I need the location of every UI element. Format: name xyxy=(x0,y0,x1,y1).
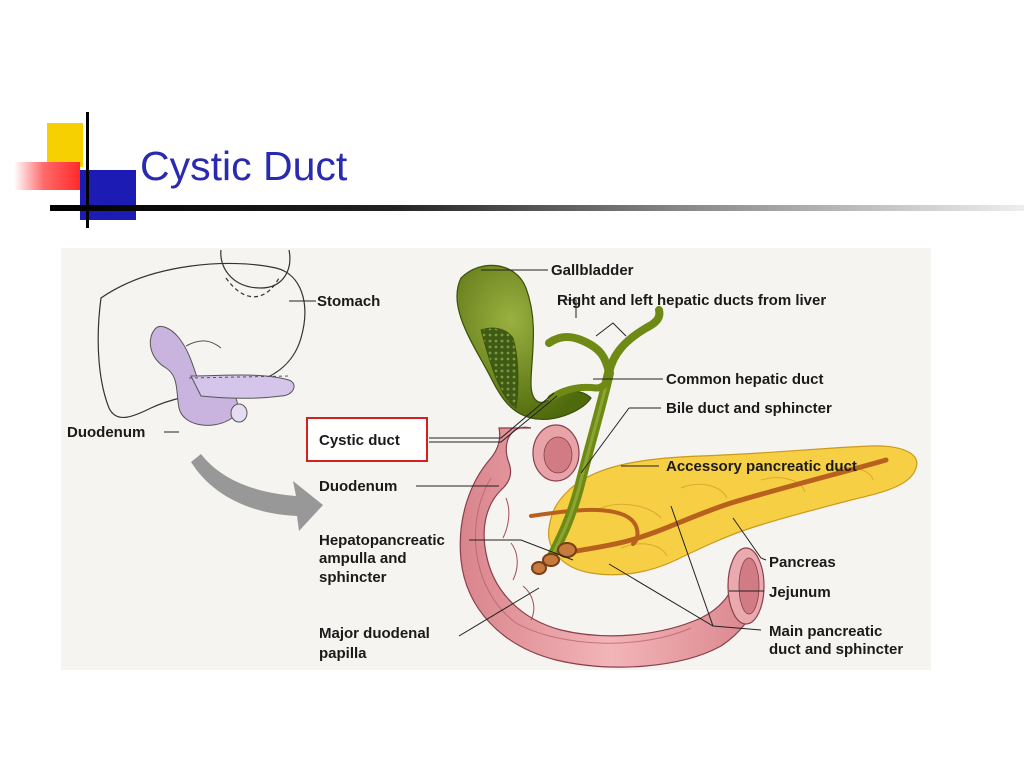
inset-duodenum xyxy=(149,325,295,426)
anatomy-diagram: Stomach Duodenum Gallbladder Right and l… xyxy=(67,249,918,668)
label-duodenum-inset: Duodenum xyxy=(67,424,145,441)
label-pancreas: Pancreas xyxy=(769,554,836,571)
label-cystic-duct: Cystic duct xyxy=(319,432,400,449)
ampulla-sphincters xyxy=(531,542,577,575)
title-rule xyxy=(50,205,1024,211)
slide-title: Cystic Duct xyxy=(140,143,348,189)
label-bile-duct: Bile duct and sphincter xyxy=(666,400,832,417)
duodenum-opening-top-inner xyxy=(543,436,573,474)
label-stomach: Stomach xyxy=(317,293,380,310)
label-hepatopancreatic-line3: sphincter xyxy=(319,569,387,586)
cystic-duct-highlight-box xyxy=(306,417,428,462)
title-decoration-yellow xyxy=(47,123,83,167)
label-major-papilla-line1: Major duodenal xyxy=(319,625,430,642)
main-pancreatic-duct xyxy=(563,457,889,556)
jejunum-opening-inner xyxy=(738,557,760,615)
cystic-duct xyxy=(547,372,613,402)
title-decoration-vertical-line xyxy=(86,112,89,228)
title-decoration-red xyxy=(14,162,80,190)
label-jejunum: Jejunum xyxy=(769,584,831,601)
label-gallbladder: Gallbladder xyxy=(551,262,634,279)
hepatic-ducts xyxy=(545,306,664,377)
label-hepatopancreatic-line2: ampulla and xyxy=(319,550,407,567)
anatomy-figure: Stomach Duodenum Gallbladder Right and l… xyxy=(61,248,931,670)
label-common-hepatic-duct: Common hepatic duct xyxy=(666,371,824,388)
inset-arrow xyxy=(191,454,323,531)
label-major-papilla-line2: papilla xyxy=(319,645,367,662)
label-hepatopancreatic-line1: Hepatopancreatic xyxy=(319,532,445,549)
label-duodenum: Duodenum xyxy=(319,478,397,495)
label-main-pancreatic-line1: Main pancreatic xyxy=(769,623,882,640)
accessory-pancreatic-duct xyxy=(529,507,640,546)
title-decoration-blue xyxy=(80,170,136,220)
gallbladder xyxy=(456,264,613,420)
leader-lines xyxy=(164,269,767,637)
label-main-pancreatic-line2: duct and sphincter xyxy=(769,641,903,658)
label-hepatic-ducts: Right and left hepatic ducts from liver xyxy=(557,292,826,309)
label-accessory-pancreatic-duct: Accessory pancreatic duct xyxy=(666,458,857,475)
